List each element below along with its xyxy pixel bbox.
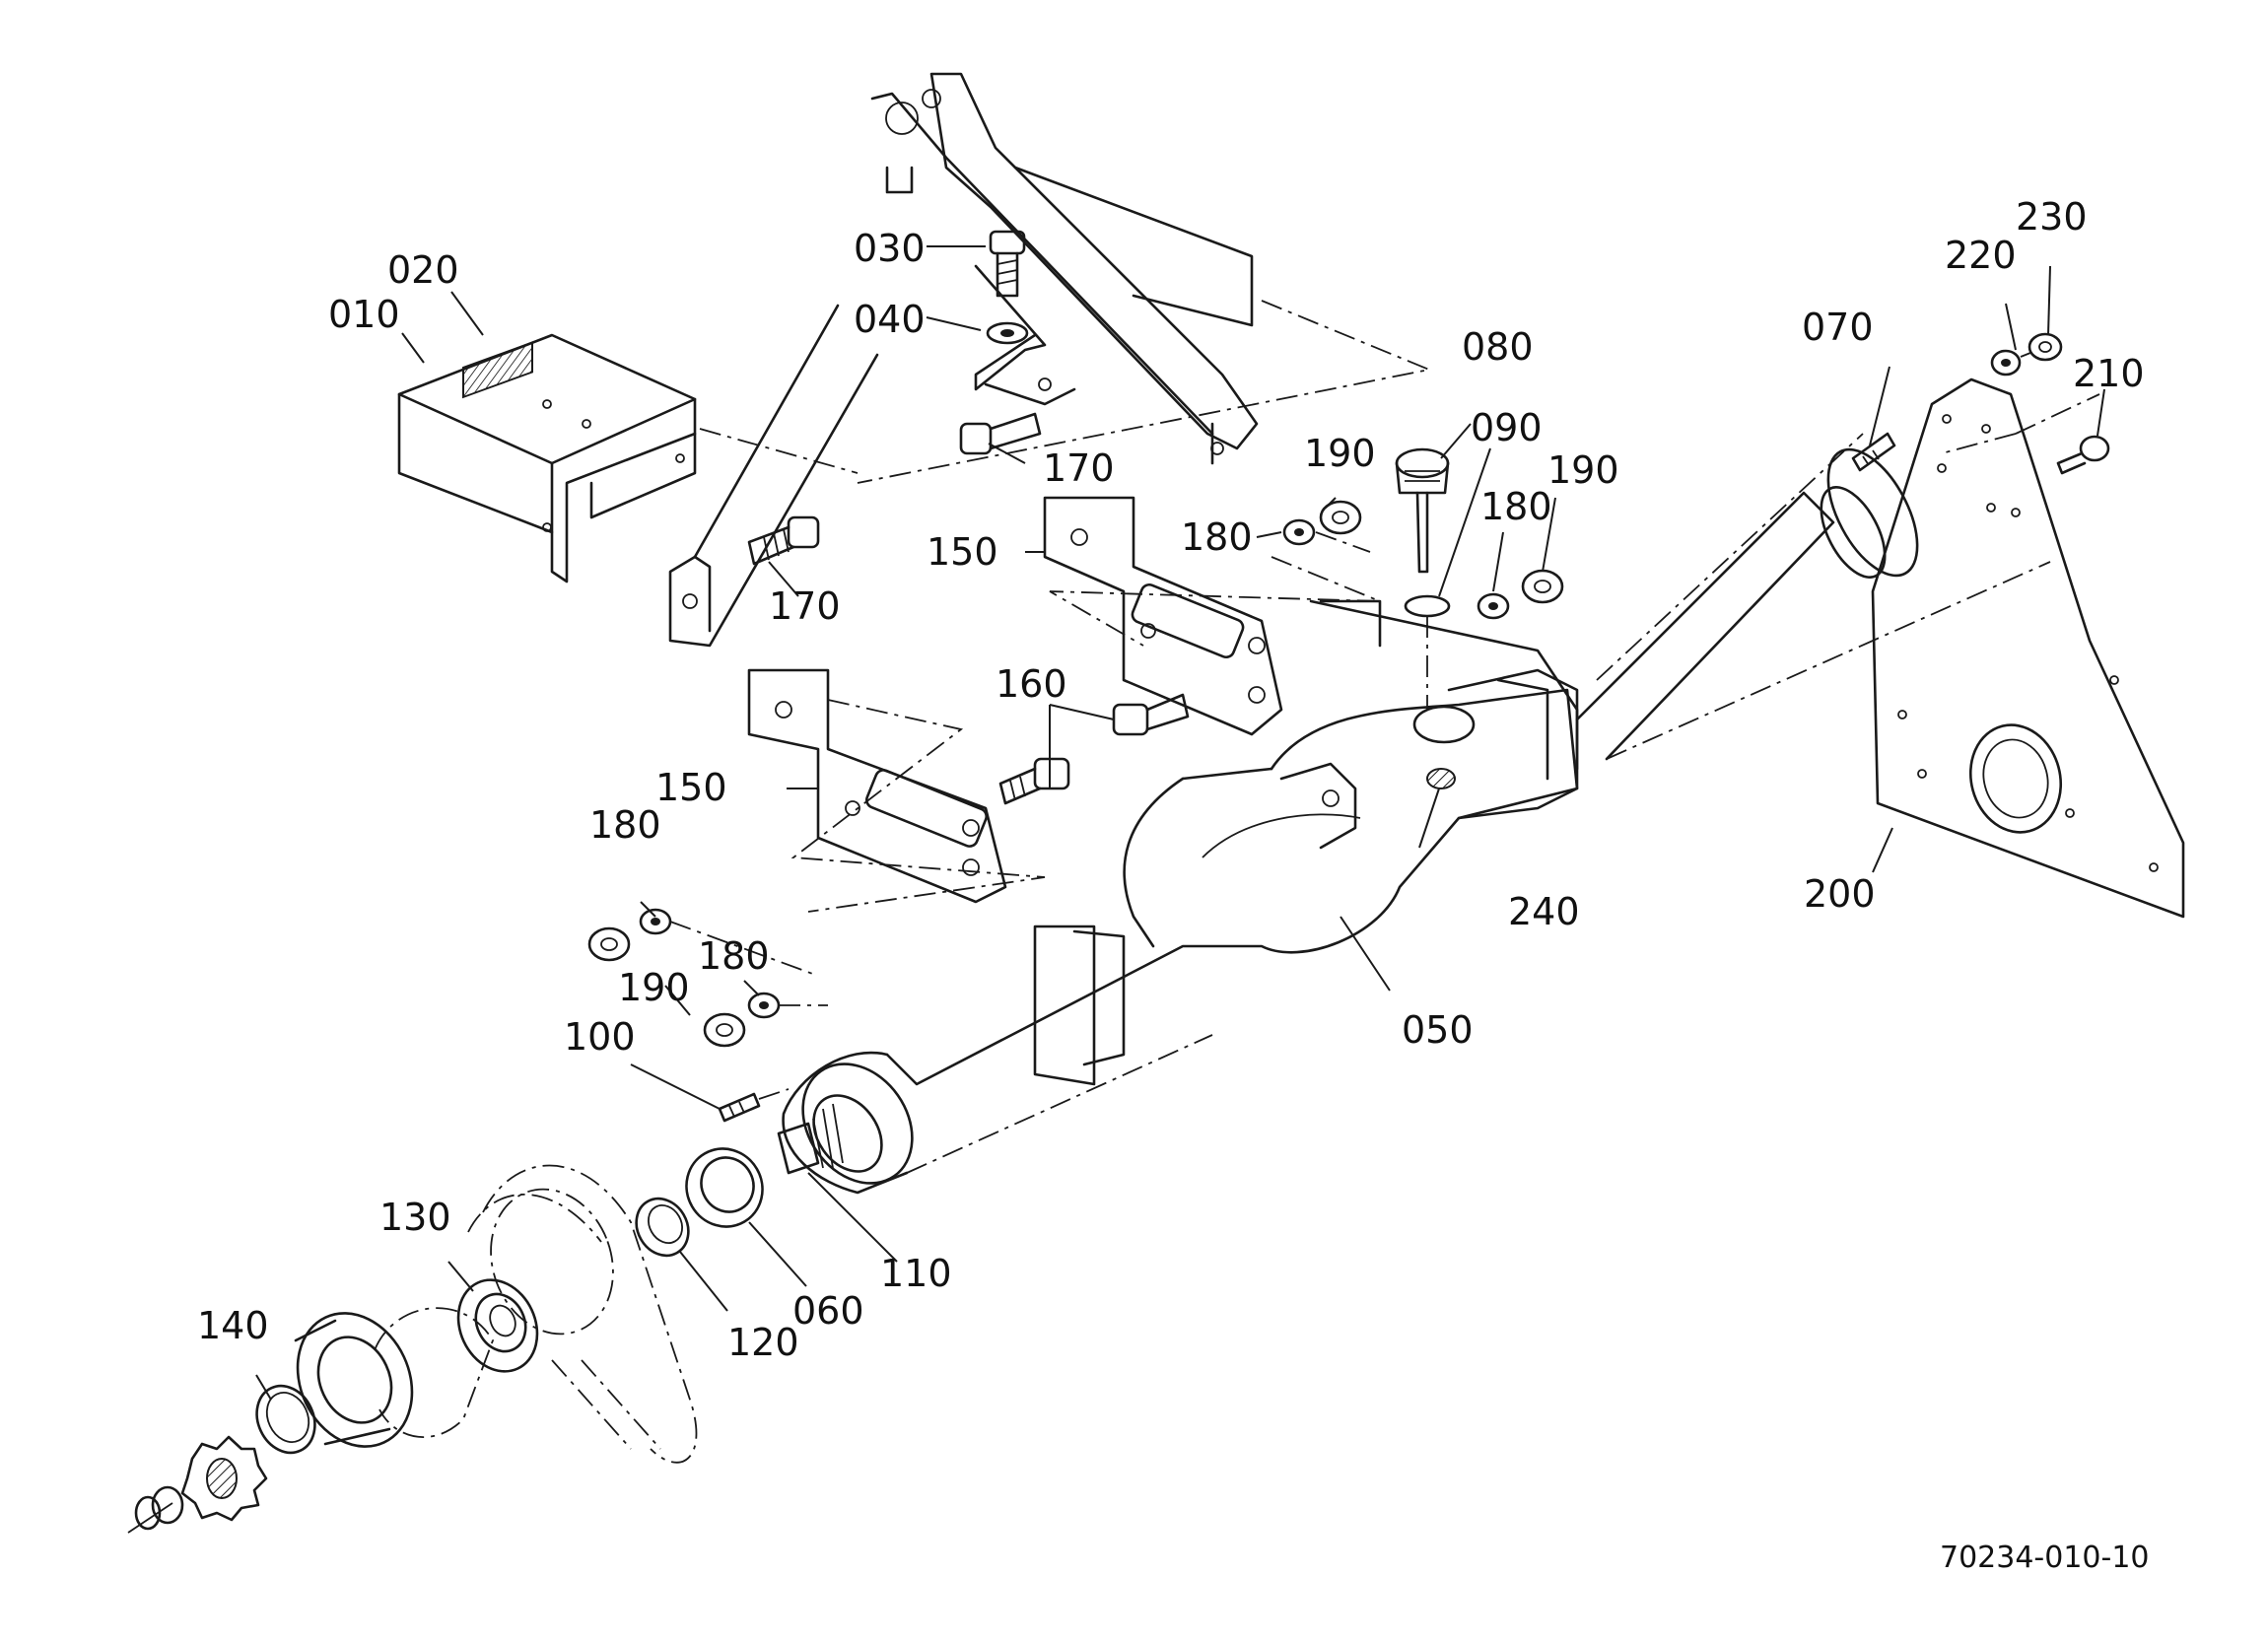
leader-lines — [255, 245, 2105, 1401]
callout-040: 040 — [854, 298, 926, 341]
callout-100: 100 — [564, 1015, 636, 1059]
callout-030: 030 — [854, 227, 926, 270]
callout-labels: 010 020 030 040 170 170 150 150 160 180 … — [197, 195, 2150, 1575]
washer-180-right — [1477, 592, 1510, 620]
nut-190-lower — [703, 1012, 746, 1048]
nut-230 — [2027, 332, 2063, 362]
bolt-030 — [989, 230, 1026, 298]
plug-240 — [1426, 768, 1456, 789]
callout-170-upper: 170 — [1043, 446, 1115, 490]
callout-180-right: 180 — [1480, 485, 1552, 528]
bolt-160 — [998, 693, 1190, 805]
callout-150-upper: 150 — [927, 530, 998, 574]
label-plate-020 — [462, 341, 533, 399]
callout-120: 120 — [727, 1321, 799, 1364]
plug-080 — [1395, 447, 1450, 574]
bracket-150-lower — [747, 668, 1046, 913]
washer-220 — [1990, 349, 2022, 377]
bearing-130 — [456, 1278, 539, 1373]
callout-010: 010 — [328, 293, 400, 336]
callout-140: 140 — [197, 1304, 269, 1347]
stud-100 — [718, 1092, 761, 1123]
collar-120 — [635, 1197, 690, 1258]
washer-180-left — [639, 908, 672, 935]
callout-080: 080 — [1462, 325, 1534, 369]
callout-020: 020 — [387, 248, 459, 292]
callout-200: 200 — [1804, 872, 1876, 916]
callout-180-lower: 180 — [698, 934, 770, 978]
callout-130: 130 — [379, 1196, 451, 1239]
callout-190-left: 190 — [618, 966, 690, 1009]
callout-110: 110 — [880, 1252, 952, 1295]
callout-240: 240 — [1508, 890, 1580, 933]
bolt-210 — [2056, 435, 2110, 475]
stud-070 — [1851, 432, 1896, 472]
callout-050: 050 — [1402, 1008, 1474, 1052]
bolt-170-lower — [747, 515, 820, 566]
callout-190-right: 190 — [1547, 448, 1619, 492]
drawing-reference-number: 70234-010-10 — [1940, 1541, 2150, 1575]
callout-090: 090 — [1471, 406, 1543, 449]
callout-150-lower: 150 — [655, 766, 727, 809]
cover-010 — [397, 333, 697, 583]
sprocket — [127, 1435, 268, 1534]
washer-040 — [986, 321, 1029, 345]
washer-180-lower — [747, 992, 781, 1019]
nut-190-upper — [1319, 500, 1362, 535]
nut-190-right — [1521, 569, 1564, 604]
oil-seal-060 — [685, 1147, 764, 1228]
callout-160: 160 — [996, 662, 1067, 706]
washer-180-upper — [1282, 518, 1316, 546]
bolt-170-upper — [959, 412, 1042, 455]
callout-180-upper: 180 — [1181, 515, 1253, 559]
circlip-140 — [255, 1384, 316, 1455]
o-ring-090 — [1404, 594, 1451, 618]
plate-200 — [1871, 377, 2185, 919]
bearing-holder — [294, 1307, 494, 1448]
callout-180-left: 180 — [589, 803, 661, 847]
callout-210: 210 — [2073, 352, 2145, 395]
callout-190-upper: 190 — [1304, 432, 1376, 475]
bracket-150-upper — [1043, 496, 1381, 736]
callout-220: 220 — [1945, 234, 2017, 277]
callout-070: 070 — [1802, 306, 1874, 349]
hitch-frame — [668, 72, 1433, 648]
callout-170-lower: 170 — [769, 584, 841, 628]
nut-190-left — [587, 926, 631, 962]
chain-case — [467, 1164, 698, 1464]
callout-230: 230 — [2016, 195, 2088, 239]
callout-060: 060 — [792, 1289, 864, 1333]
